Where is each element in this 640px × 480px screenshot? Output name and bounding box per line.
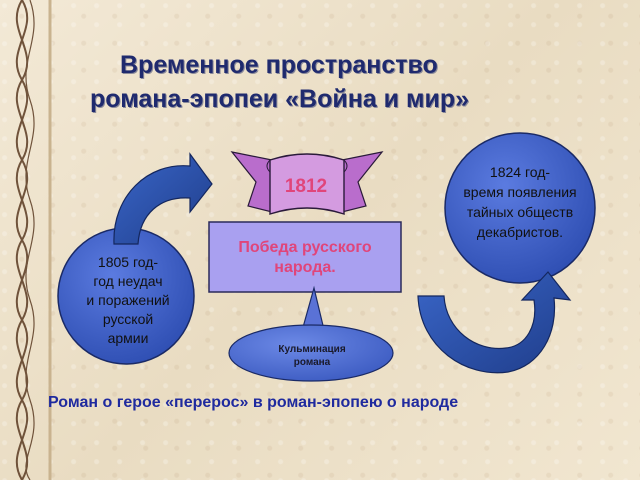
victory-line-1: Победа русского [238,239,372,256]
curved-arrow-upper [113,152,213,245]
event-1805-text: 1805 год- год неудач и поражений русской… [60,253,196,348]
event-1824-line-3: тайных обществ [466,204,574,220]
event-1805-line-2: год неудач [93,273,163,289]
event-1824-line-1: 1824 год- [489,164,551,180]
victory-box [208,221,402,293]
event-1805-line-5: армии [107,330,149,346]
page-title: Временное пространство романа-эпопеи «Во… [78,48,598,116]
curved-arrow-lower [417,271,572,374]
title-line-2: романа-эпопеи «Война и мир» [90,85,470,113]
victory-text: Победа русского народа. [209,238,401,278]
event-1824-text: 1824 год- время появления тайных обществ… [436,162,604,242]
bottom-caption: Роман о герое «перерос» в роман-эпопею о… [48,394,459,411]
year-label: 1812 [284,176,328,197]
event-1805-line-4: русской [102,311,154,327]
event-1824-line-2: время появления [463,184,577,200]
victory-line-2: народа. [274,259,336,276]
event-1824-line-4: декабристов. [476,224,564,240]
climax-ellipse [228,324,394,382]
event-1805-line-3: и поражений [86,292,170,308]
year-banner [230,151,384,215]
climax-line-2: романа [293,357,331,368]
decorative-border [15,0,52,480]
event-1824-circle [444,132,596,284]
title-line-1: Временное пространство [120,51,438,79]
event-1805-line-1: 1805 год- [97,254,159,270]
climax-text: Кульминация романа [232,343,392,369]
climax-line-1: Кульминация [278,344,346,355]
